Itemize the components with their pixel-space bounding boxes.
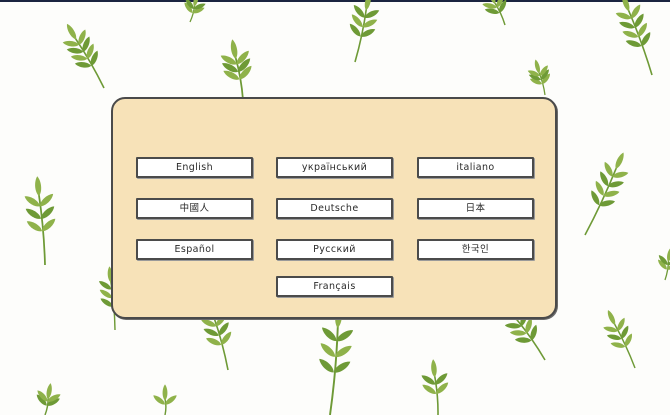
language-button-english[interactable]: English	[136, 157, 253, 178]
leaf-sprig-icon	[420, 358, 451, 415]
leaf-sprig-icon	[481, 0, 509, 26]
leaf-sprig-icon	[62, 22, 105, 89]
leaf-sprig-icon	[602, 309, 636, 369]
leaf-sprig-icon	[219, 38, 254, 101]
language-select-panel: English український italiano 中國人 Deutsch…	[111, 97, 557, 319]
leaf-sprig-icon	[34, 382, 62, 415]
leaf-sprig-icon	[23, 175, 58, 266]
leaf-sprig-icon	[614, 0, 653, 76]
leaf-sprig-icon	[656, 247, 670, 281]
language-button-italian[interactable]: italiano	[417, 157, 534, 178]
leaf-sprig-icon	[584, 151, 629, 236]
top-window-edge	[0, 0, 670, 2]
leaf-sprig-icon	[317, 305, 355, 415]
leaf-sprig-icon	[526, 58, 552, 96]
language-button-french[interactable]: Français	[276, 276, 393, 297]
language-button-japanese[interactable]: 日本	[417, 198, 534, 219]
leaf-sprig-icon	[182, 0, 207, 23]
language-button-chinese[interactable]: 中國人	[136, 198, 253, 219]
language-button-german[interactable]: Deutsche	[276, 198, 393, 219]
language-button-russian[interactable]: Русский	[276, 239, 393, 260]
language-button-ukrainian[interactable]: український	[276, 157, 393, 178]
leaf-sprig-icon	[504, 304, 546, 361]
leaf-sprig-icon	[347, 0, 381, 63]
language-button-spanish[interactable]: Español	[136, 239, 253, 260]
leaf-sprig-icon	[151, 384, 179, 415]
language-button-korean[interactable]: 한국인	[417, 239, 534, 260]
leaf-sprig-icon	[200, 300, 234, 371]
